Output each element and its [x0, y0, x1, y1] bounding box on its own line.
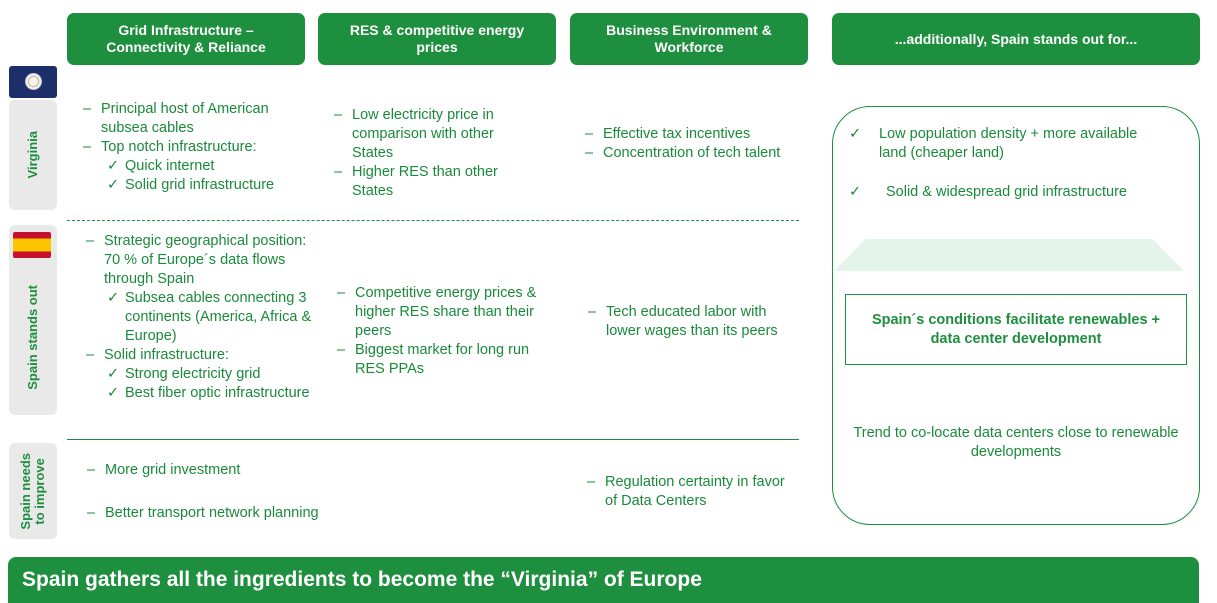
- sub-item: ✓Solid grid infrastructure: [107, 177, 275, 193]
- list-item: –Solid infrastructure:: [86, 347, 229, 363]
- row-label-virginia: Virginia: [25, 131, 40, 179]
- row-divider-solid: [67, 439, 799, 440]
- check-item: ✓Solid & widespread grid infrastructure: [849, 184, 1127, 200]
- additional-advantages-panel: [832, 106, 1200, 525]
- row-label-bg-virginia: [9, 100, 57, 210]
- row-divider-dashed: [67, 220, 799, 221]
- conclusion-banner: Spain gathers all the ingredients to bec…: [8, 557, 1199, 603]
- list-item: –Top notch infrastructure:: [83, 139, 257, 155]
- list-item: –Regulation certainty in favor of Data C…: [587, 474, 785, 509]
- sub-item: ✓Subsea cables connecting 3 continents (…: [107, 290, 312, 344]
- list-item: –Higher RES than other States: [334, 164, 498, 199]
- row-label-spain-needs-improve: Spain needs to improve: [18, 452, 47, 530]
- arrow-shape-icon: [834, 239, 1184, 271]
- list-item: –Biggest market for long run RES PPAs: [337, 342, 530, 377]
- improve-grid-cell: –More grid investment –Better transport …: [87, 461, 347, 523]
- improve-business-cell: –Regulation certainty in favor of Data C…: [587, 473, 787, 511]
- list-item: –Effective tax incentives: [585, 126, 751, 142]
- virginia-flag-icon: [9, 66, 57, 98]
- header-res-energy-prices: RES & competitive energy prices: [318, 13, 556, 65]
- header-business-environment: Business Environment & Workforce: [570, 13, 808, 65]
- list-item: –Strategic geographical position: 70 % o…: [86, 233, 307, 287]
- list-item: –Principal host of American subsea cable…: [83, 101, 269, 136]
- seal-icon: [25, 73, 42, 90]
- virginia-res-cell: –Low electricity price in comparison wit…: [334, 106, 534, 201]
- header-additionally: ...additionally, Spain stands out for...: [832, 13, 1200, 65]
- spain-flag-icon: [13, 232, 51, 258]
- list-item: –Competitive energy prices & higher RES …: [337, 285, 537, 339]
- virginia-grid-cell: –Principal host of American subsea cable…: [83, 100, 305, 195]
- spain-grid-cell: –Strategic geographical position: 70 % o…: [86, 232, 318, 403]
- spain-business-cell: –Tech educated labor with lower wages th…: [588, 303, 798, 341]
- check-item: ✓Low population density + more available…: [849, 126, 1138, 161]
- list-item: –Tech educated labor with lower wages th…: [588, 304, 778, 339]
- conclusion-box: Spain´s conditions facilitate renewables…: [845, 294, 1187, 365]
- row-label-spain-stands-out: Spain stands out: [25, 284, 40, 390]
- virginia-business-cell: –Effective tax incentives –Concentration…: [585, 125, 785, 163]
- list-item: –Better transport network planning: [87, 505, 319, 521]
- header-grid-infrastructure: Grid Infrastructure – Connectivity & Rel…: [67, 13, 305, 65]
- sub-item: ✓Best fiber optic infrastructure: [107, 385, 310, 401]
- list-item: –Low electricity price in comparison wit…: [334, 107, 494, 161]
- sub-item: ✓Strong electricity grid: [107, 366, 261, 382]
- list-item: –Concentration of tech talent: [585, 145, 781, 161]
- trend-text: Trend to co-locate data centers close to…: [853, 425, 1179, 460]
- spain-res-cell: –Competitive energy prices & higher RES …: [337, 284, 545, 379]
- sub-item: ✓Quick internet: [107, 158, 215, 174]
- list-item: –More grid investment: [87, 462, 241, 478]
- row-label-bg-improve: [9, 443, 57, 539]
